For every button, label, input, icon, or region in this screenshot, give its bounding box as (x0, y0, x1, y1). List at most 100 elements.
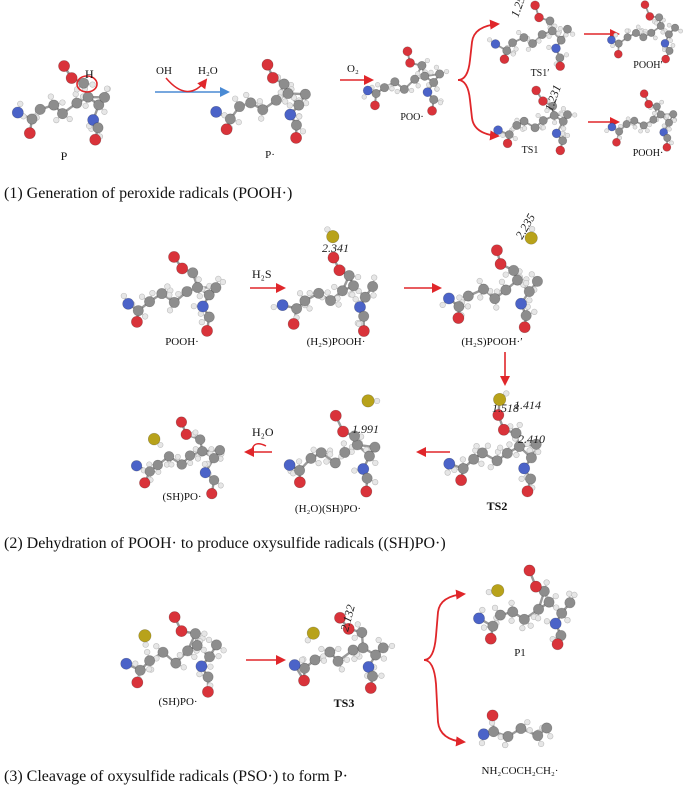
label-p1: P1 (514, 647, 526, 659)
molecule-sh-po-start (120, 611, 227, 698)
carbon-atom (435, 69, 445, 79)
carbon-atom (329, 457, 341, 469)
hydrogen-atom (355, 287, 362, 295)
hydrogen-atom (632, 124, 638, 130)
hydrogen-atom (506, 441, 513, 448)
hydrogen-atom (352, 296, 359, 303)
hydrogen-atom (543, 618, 551, 625)
hydrogen-atom (372, 479, 379, 486)
carbon-atom (453, 301, 465, 313)
hydrogen-atom (304, 637, 311, 644)
hydrogen-atom (491, 604, 499, 611)
hydrogen-atom (138, 293, 146, 300)
hydrogen-atom (354, 273, 362, 281)
reagent-h2s: H₂S (252, 267, 272, 281)
carbon-atom (543, 596, 555, 608)
carbon-atom (476, 447, 488, 459)
distance-e: 2.410 (518, 432, 545, 446)
carbon-atom (622, 120, 631, 129)
carbon-atom (194, 434, 206, 445)
hydrogen-atom (543, 579, 550, 586)
carbon-atom (500, 284, 512, 296)
hydrogen-atom (373, 397, 381, 405)
carbon-atom (630, 116, 639, 125)
hydrogen-atom (66, 115, 73, 123)
hydrogen-atom (538, 740, 545, 748)
oxygen-atom (494, 258, 507, 270)
hydrogen-atom (340, 440, 347, 447)
hydrogen-atom (572, 112, 578, 118)
hydrogen-atom (205, 636, 213, 643)
carbon-atom (371, 88, 381, 99)
carbon-atom (203, 289, 215, 301)
hydrogen-atom (219, 278, 227, 286)
label-ts1-prime: TS1′ (531, 68, 550, 79)
molecule-pooh-prime (607, 0, 683, 64)
carbon-atom (181, 286, 193, 298)
hydrogen-atom (243, 91, 250, 99)
hydrogen-atom (522, 125, 528, 131)
hydrogen-atom (378, 672, 385, 679)
hydrogen-atom (166, 291, 173, 299)
carbon-atom (533, 603, 545, 615)
hydrogen-atom (433, 64, 440, 70)
carbon-atom (363, 450, 375, 462)
carbon-atom (210, 639, 222, 651)
molecule-p-radical (210, 58, 311, 144)
carbon-atom (663, 133, 672, 142)
hydrogen-atom (544, 107, 550, 114)
hydrogen-atom (536, 38, 542, 44)
hydrogen-atom (451, 466, 458, 474)
hydrogen-atom (310, 446, 317, 453)
curved-arrow-h2o-leaving (251, 443, 267, 451)
hydrogen-atom (523, 279, 530, 287)
carbon-atom (502, 730, 514, 742)
carbon-atom (665, 46, 674, 55)
hydrogen-atom (101, 108, 108, 115)
carbon-atom (367, 280, 379, 292)
hydrogen-atom (564, 132, 571, 138)
hydrogen-atom (561, 126, 567, 132)
distance-ts1-prime: 1.253 (508, 0, 530, 19)
molecule-pooh (604, 89, 678, 152)
hydrogen-atom (528, 271, 535, 278)
oxygen-atom (364, 682, 377, 694)
nitrogen-atom (551, 128, 562, 139)
oxygen-atom (290, 131, 302, 144)
hydrogen-atom (176, 651, 183, 659)
hydrogen-atom (175, 290, 182, 298)
hydrogen-atom (555, 30, 562, 37)
caption-panel-1: (1) Generation of peroxide radicals (POO… (4, 185, 292, 202)
hydrogen-atom (354, 621, 361, 628)
carbon-atom (548, 101, 558, 111)
hydrogen-atom (535, 448, 542, 456)
label-h2o-sh-po: (H₂O)(SH)PO· (295, 503, 361, 515)
hydrogen-atom (428, 69, 434, 75)
hydrogen-atom (478, 460, 485, 467)
nitrogen-atom (122, 297, 135, 310)
oxygen-atom (551, 638, 564, 651)
carbon-atom (187, 267, 199, 279)
oxygen-atom (427, 105, 437, 116)
carbon-atom (502, 46, 512, 56)
carbon-atom (556, 607, 568, 619)
highlighted-h-circle (76, 75, 98, 93)
hydrogen-atom (217, 482, 224, 489)
nitrogen-atom (120, 657, 133, 670)
hydrogen-atom (513, 46, 519, 52)
reagent-oh: OH (156, 65, 172, 77)
nitrogen-atom (196, 300, 209, 313)
nitrogen-atom (493, 125, 503, 135)
carbon-atom (176, 459, 188, 470)
carbon-atom (48, 99, 60, 111)
oxygen-atom (333, 264, 346, 277)
molecule-fragment (477, 709, 554, 749)
hydrogen-atom (546, 33, 552, 39)
hydrogen-atom (560, 106, 566, 112)
hydrogen-atom (502, 741, 509, 749)
carbon-atom (291, 303, 303, 315)
hydrogen-atom (526, 297, 533, 304)
hydrogen-atom (47, 93, 54, 100)
carbon-atom (208, 474, 220, 486)
carbon-atom (377, 642, 389, 654)
